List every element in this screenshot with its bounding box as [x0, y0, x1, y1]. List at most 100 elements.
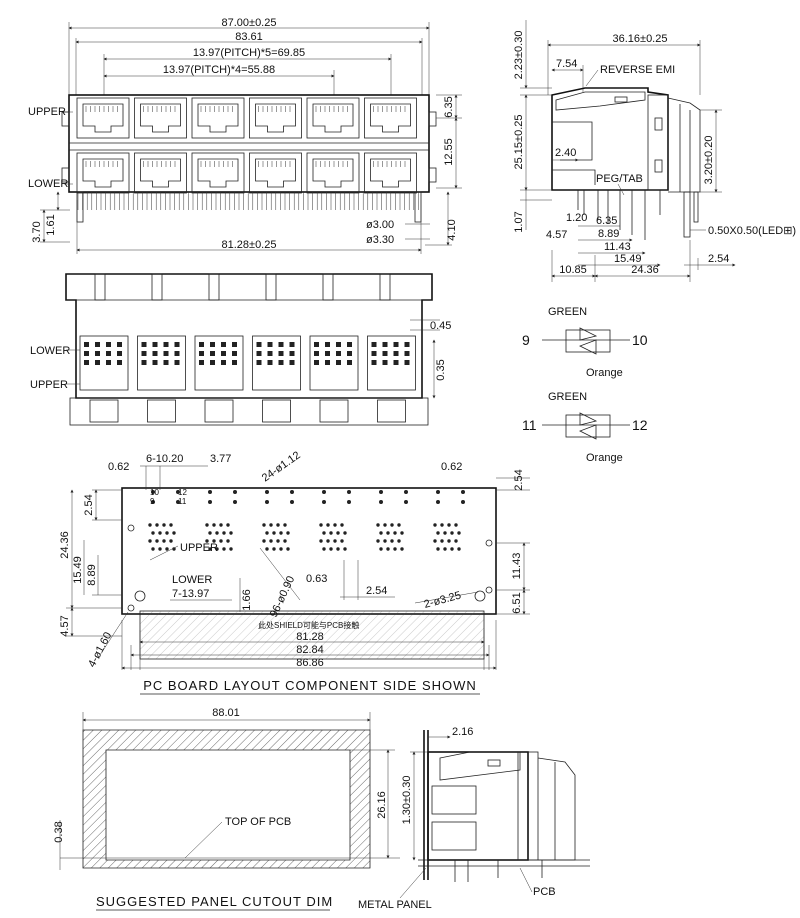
- pcb-hole-group: [262, 490, 294, 551]
- pcb-hole-group: [376, 490, 408, 551]
- rj45-port-upper: [249, 97, 302, 139]
- pcb-dim-24-holes: 24-ø1.12: [260, 449, 303, 484]
- dim-pitch-4: 13.97(PITCH)*4=55.88: [163, 64, 275, 76]
- pcb-pin-12: 12: [178, 488, 187, 497]
- dim-led-pin: 0.50X0.50(LED⊞): [708, 225, 796, 237]
- led-box: [565, 329, 611, 353]
- dim-1-61: 1.61: [45, 214, 57, 235]
- pcb-pin-11: 11: [178, 497, 187, 506]
- dim-25-15: 25.15±0.25: [513, 115, 525, 170]
- dim-10-85: 10.85: [559, 264, 587, 276]
- led-pin-right: 10: [632, 332, 648, 348]
- bottom-label-lower: LOWER: [30, 345, 70, 357]
- rj45-port-upper: [364, 97, 417, 139]
- rj45-port-lower: [134, 152, 187, 194]
- rj45-port-upper: [76, 97, 130, 139]
- dim-8-89: 8.89: [598, 228, 619, 240]
- dim-2-40: 2.40: [555, 147, 576, 159]
- dim-pin-span: 81.28±0.25: [222, 239, 277, 251]
- bottom-port-cell: [367, 335, 416, 423]
- bottom-port-cell: [137, 335, 186, 423]
- dim-1-07: 1.07: [513, 211, 525, 232]
- bottom-port-cell: [79, 335, 129, 423]
- pcb-dim-0-63: 0.63: [306, 573, 327, 585]
- dim-1-20: 1.20: [566, 212, 587, 224]
- pcb-dim-4-57: 4.57: [59, 615, 71, 636]
- top-of-pcb-label: TOP OF PCB: [225, 816, 291, 828]
- pcb-dim-81-28: 81.28: [296, 631, 324, 643]
- pcb-dim-6-51: 6.51: [511, 592, 523, 613]
- dim-peg-3-00: ø3.00: [366, 219, 394, 231]
- label-lower: LOWER: [28, 178, 68, 190]
- pcb-pitch: 7-13.97: [172, 588, 209, 600]
- shield-tab: [94, 273, 106, 301]
- dim-4-57: 4.57: [546, 229, 567, 241]
- pcb-dim-15-49: 15.49: [72, 556, 84, 584]
- dim-depth: 36.16±0.25: [613, 33, 668, 45]
- peg-right: [414, 191, 422, 223]
- rj45-port-upper: [134, 97, 187, 139]
- shield-tab: [322, 273, 334, 301]
- pcb-label: PCB: [533, 886, 556, 898]
- pcb-label-lower: LOWER: [172, 574, 212, 586]
- dim-3-20: 3.20±0.20: [703, 136, 715, 185]
- front-ports: [76, 97, 417, 194]
- led-diode-a: [579, 412, 598, 426]
- led-diode-a: [579, 327, 598, 341]
- pcb-dim-1-66: 1.66: [241, 589, 253, 610]
- bottom-label-upper: UPPER: [30, 379, 68, 391]
- pcb-dim-11-43: 11.43: [511, 553, 523, 580]
- bottom-port-cell: [194, 335, 244, 423]
- led-pin-left: 9: [522, 332, 530, 348]
- dim-0-35: 0.35: [435, 359, 447, 380]
- shield-tab: [379, 273, 391, 301]
- pcb-dim-0-62-right: 0.62: [441, 461, 462, 473]
- led-pin-left: 11: [522, 417, 537, 433]
- pcb-pin-9: 9: [150, 497, 155, 506]
- pcb-layout: 0.62 6-10.20 3.77 24-ø1.12 0.62 2.54 10 …: [59, 449, 530, 695]
- shield-tab: [208, 273, 220, 301]
- dim-peg-3-30: ø3.30: [366, 234, 394, 246]
- dim-4-10: 4.10: [446, 219, 458, 240]
- bottom-port-cell: [252, 335, 301, 423]
- pcb-dim-82-84: 82.84: [296, 644, 324, 656]
- dim-7-54: 7.54: [556, 58, 577, 70]
- rj45-port-lower: [249, 152, 302, 194]
- led-box: [565, 414, 611, 438]
- dim-24-36: 24.36: [631, 264, 659, 276]
- panel-dim-2-16: 2.16: [452, 726, 473, 738]
- pcb-dim-2-54-left: 2.54: [83, 494, 95, 515]
- dim-inner-width: 83.61: [235, 31, 263, 43]
- pcb-shield-note: 此处SHIELD可能与PCB接触: [258, 620, 359, 630]
- panel-cutout-title: SUGGESTED PANEL CUTOUT DIM: [96, 894, 333, 909]
- panel-dim-1-30: 1.30±0.30: [401, 776, 413, 825]
- pcb-dim-6-10-20: 6-10.20: [146, 453, 183, 465]
- shield-tab: [265, 273, 277, 301]
- led-pin-right: 12: [632, 417, 648, 433]
- dim-3-70: 3.70: [31, 221, 43, 242]
- led-color-top: GREEN: [548, 306, 587, 318]
- metal-panel-label: METAL PANEL: [358, 899, 432, 911]
- pcb-pin-10: 10: [150, 488, 159, 497]
- led-color-bottom: Orange: [586, 367, 623, 379]
- pcb-dim-3-77: 3.77: [210, 453, 231, 465]
- shield-tab: [151, 273, 163, 301]
- led-color-top: GREEN: [548, 391, 587, 403]
- pcb-dim-8-89: 8.89: [86, 564, 98, 585]
- label-upper: UPPER: [28, 106, 66, 118]
- dim-0-45: 0.45: [430, 320, 451, 332]
- rj45-port-lower: [76, 152, 130, 194]
- side-view: 36.16±0.25 7.54 REVERSE EMI PEG/TAB: [513, 20, 796, 282]
- pcb-layout-title: PC BOARD LAYOUT COMPONENT SIDE SHOWN: [143, 678, 477, 693]
- panel-cutout: 88.01 26.16 0.38 TOP OF PCB SUGGESTED PA…: [53, 707, 590, 911]
- rj45-port-upper: [191, 97, 245, 139]
- panel-dim-width: 88.01: [212, 707, 240, 719]
- dim-6-35: 6.35: [443, 96, 455, 117]
- panel-dim-0-38: 0.38: [53, 821, 65, 842]
- dim-12-55: 12.55: [443, 138, 455, 166]
- dim-overall-width: 87.00±0.25: [222, 17, 277, 29]
- dim-2-23: 2.23±0.30: [513, 31, 525, 80]
- pcb-hole-group: [148, 490, 180, 551]
